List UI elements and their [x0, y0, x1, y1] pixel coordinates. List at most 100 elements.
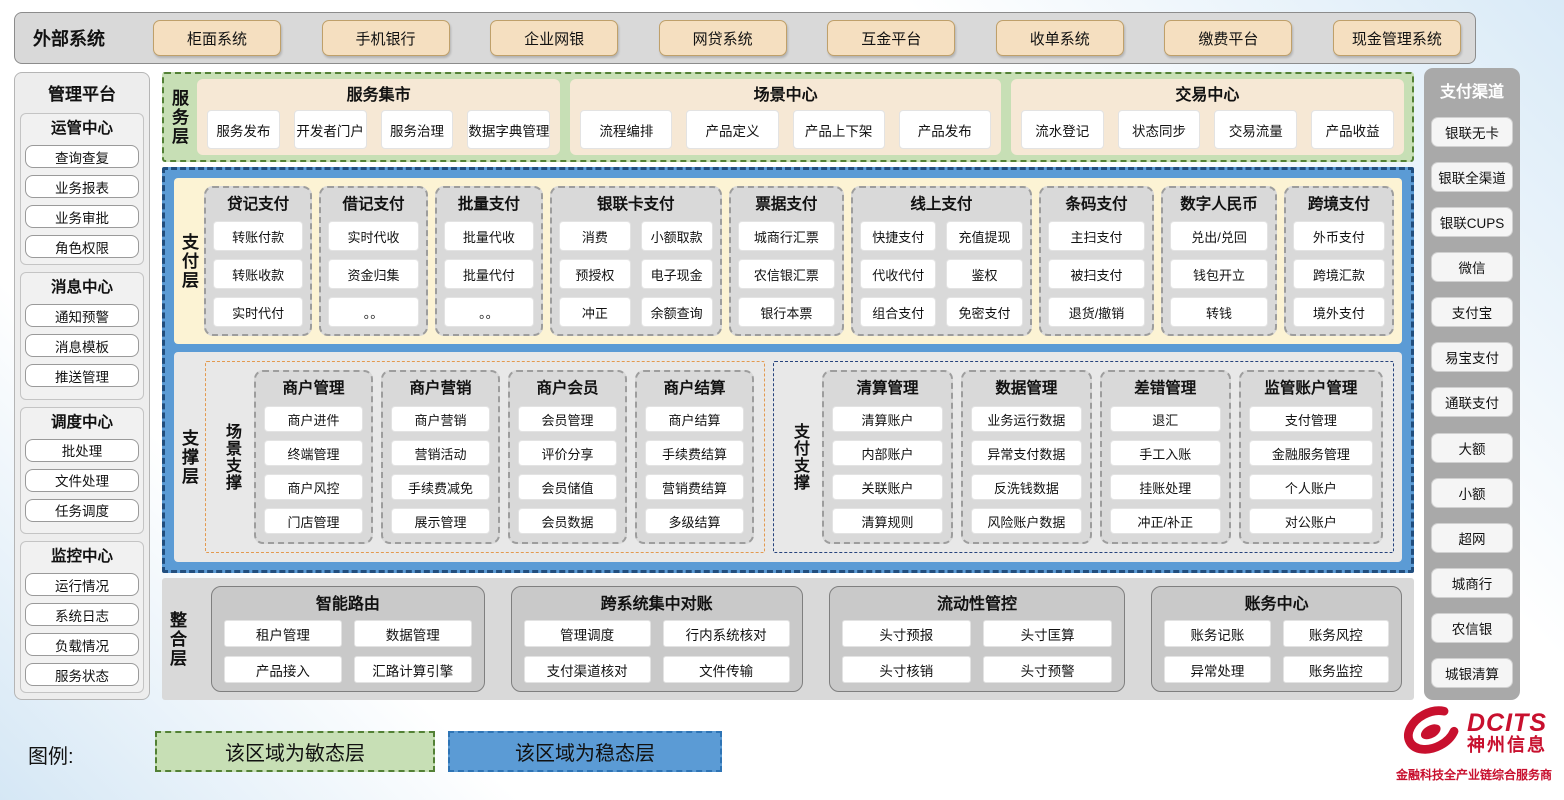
column-title: 商户管理 [282, 380, 345, 397]
payment-item-box: 实时代付 [213, 297, 304, 327]
group-service-market: 服务集市 服务发布开发者门户服务治理数据字典管理 [197, 79, 561, 155]
payment-channel-box: 银联无卡 [1431, 117, 1513, 148]
management-item-box: 业务报表 [25, 175, 139, 198]
support-item-box: 多级结算 [645, 508, 744, 534]
management-item-box: 运行情况 [25, 573, 139, 596]
support-item-box: 清算账户 [832, 406, 943, 432]
column-title: 银联卡支付 [597, 196, 675, 213]
support-item-box: 商户结算 [645, 406, 744, 432]
external-system-box: 网贷系统 [658, 20, 787, 56]
column-title: 贷记支付 [227, 196, 290, 213]
column-title: 数字人民币 [1180, 196, 1258, 213]
column-title: 商户结算 [663, 380, 726, 397]
section-message-center: 消息中心 通知预警消息模板推送管理 [20, 272, 144, 400]
sup-col-merchant-marketing: 商户营销 商户营销营销活动手续费减免展示管理 [381, 370, 500, 544]
support-item-box: 清算规则 [832, 508, 943, 534]
support-item-box: 挂账处理 [1109, 474, 1221, 500]
pay-col-unionpay-card: 银联卡支付 消费小额取款预授权电子现金冲正余额查询 [549, 186, 722, 336]
payment-item-box: 被扫支付 [1047, 259, 1146, 289]
support-item-box: 手工入账 [1109, 440, 1221, 466]
payment-item-box: 钱包开立 [1170, 259, 1268, 289]
management-item-box: 业务审批 [25, 205, 139, 228]
payment-channel-box: 超网 [1431, 522, 1513, 553]
pay-col-crossborder: 跨境支付 外币支付跨境汇款境外支付 [1283, 186, 1394, 336]
support-item-box: 风险账户数据 [970, 508, 1082, 534]
service-item-box: 流程编排 [580, 110, 673, 149]
management-item-box: 推送管理 [25, 364, 139, 387]
payment-channel-box: 银联全渠道 [1431, 162, 1513, 193]
support-item-box: 业务运行数据 [970, 406, 1082, 432]
payment-channel-box: 城银清算 [1431, 657, 1513, 688]
payment-item-box: 。。 [443, 297, 534, 327]
support-item-box: 商户进件 [264, 406, 363, 432]
section-title: 消息中心 [50, 279, 113, 296]
payment-item-box: 免密支付 [946, 297, 1023, 327]
dcits-swirl-icon [1401, 702, 1463, 763]
column-title: 商户营销 [409, 380, 472, 397]
management-item-box: 负载情况 [25, 633, 139, 656]
integration-layer: 整合层 智能路由 租户管理数据管理产品接入汇路计算引擎 跨系统集中对账 管理调度… [162, 578, 1414, 700]
integration-item-box: 账务记账 [1164, 620, 1271, 647]
payment-channel-box: 城商行 [1431, 567, 1513, 598]
payment-item-box: 鉴权 [946, 259, 1023, 289]
payment-support-group: 支付支撑 清算管理 清算账户内部账户关联账户清算规则 数据管理 业务运行数据异常… [773, 361, 1394, 553]
support-item-box: 反洗钱数据 [970, 474, 1082, 500]
integration-item-box: 支付渠道核对 [523, 656, 651, 683]
column-title: 跨境支付 [1307, 196, 1370, 213]
payment-channel-box: 支付宝 [1431, 297, 1513, 328]
payment-item-box: 兑出/兑回 [1170, 221, 1268, 251]
payment-item-box: 代收代付 [860, 259, 937, 289]
payment-channel-box: 通联支付 [1431, 387, 1513, 418]
column-title: 借记支付 [342, 196, 405, 213]
service-item-box: 数据字典管理 [467, 110, 551, 149]
integration-item-box: 异常处理 [1164, 656, 1271, 683]
group-title: 服务集市 [346, 87, 411, 104]
service-item-box: 产品定义 [686, 110, 779, 149]
management-item-box: 通知预警 [25, 304, 139, 327]
group-title: 账务中心 [1244, 596, 1309, 613]
sup-col-data-mgmt: 数据管理 业务运行数据异常支付数据反洗钱数据风险账户数据 [960, 370, 1092, 544]
payment-item-box: 银行本票 [737, 297, 836, 327]
external-system-box: 缴费平台 [1164, 20, 1293, 56]
management-item-box: 系统日志 [25, 603, 139, 626]
sup-col-merchant-mgmt: 商户管理 商户进件终端管理商户风控门店管理 [254, 370, 373, 544]
payment-support-label: 支付支撑 [791, 423, 808, 491]
support-item-box: 展示管理 [391, 508, 490, 534]
integration-item-box: 汇路计算引擎 [353, 656, 472, 683]
integration-item-box: 文件传输 [662, 656, 790, 683]
support-item-box: 内部账户 [832, 440, 943, 466]
external-systems-bar: 外部系统 柜面系统手机银行企业网银网贷系统互金平台收单系统缴费平台现金管理系统 [14, 12, 1476, 64]
support-item-box: 终端管理 [264, 440, 363, 466]
management-platform-title: 管理平台 [48, 85, 116, 104]
pay-col-barcode: 条码支付 主扫支付被扫支付退货/撤销 [1038, 186, 1155, 336]
payment-item-box: 批量代付 [443, 259, 534, 289]
integration-item-box: 产品接入 [224, 656, 342, 683]
section-title: 运管中心 [50, 120, 113, 137]
integration-item-box: 头寸预报 [841, 620, 971, 647]
external-system-box: 现金管理系统 [1332, 20, 1461, 56]
payment-channel-box: 大额 [1431, 432, 1513, 463]
management-item-box: 消息模板 [25, 334, 139, 357]
service-item-box: 产品收益 [1311, 110, 1395, 149]
service-item-box: 服务发布 [207, 110, 280, 149]
integration-item-box: 账务监控 [1282, 656, 1389, 683]
external-system-box: 手机银行 [321, 20, 450, 56]
integration-item-box: 头寸匡算 [982, 620, 1113, 647]
sup-col-regulatory-account: 监管账户管理 支付管理金融服务管理个人账户对公账户 [1238, 370, 1383, 544]
group-title: 场景中心 [753, 87, 818, 104]
legend-agile-layer: 该区域为敏态层 [155, 731, 435, 772]
scene-support-label: 场景支撑 [223, 423, 240, 491]
service-item-box: 流水登记 [1020, 110, 1104, 149]
support-item-box: 营销活动 [391, 440, 490, 466]
column-title: 数据管理 [995, 380, 1058, 397]
logo-brand-text: DCITS [1467, 708, 1547, 737]
service-item-box: 开发者门户 [293, 110, 367, 149]
integration-item-box: 账务风控 [1282, 620, 1389, 647]
support-item-box: 会员管理 [518, 406, 617, 432]
group-liquidity-control: 流动性管控 头寸预报头寸匡算头寸核销头寸预警 [828, 586, 1126, 692]
group-title: 交易中心 [1175, 87, 1240, 104]
group-accounting-center: 账务中心 账务记账账务风控异常处理账务监控 [1151, 586, 1402, 692]
payment-channel-box: 微信 [1431, 252, 1513, 283]
integration-item-box: 租户管理 [224, 620, 342, 647]
group-trade-center: 交易中心 流水登记状态同步交易流量产品收益 [1010, 79, 1404, 155]
